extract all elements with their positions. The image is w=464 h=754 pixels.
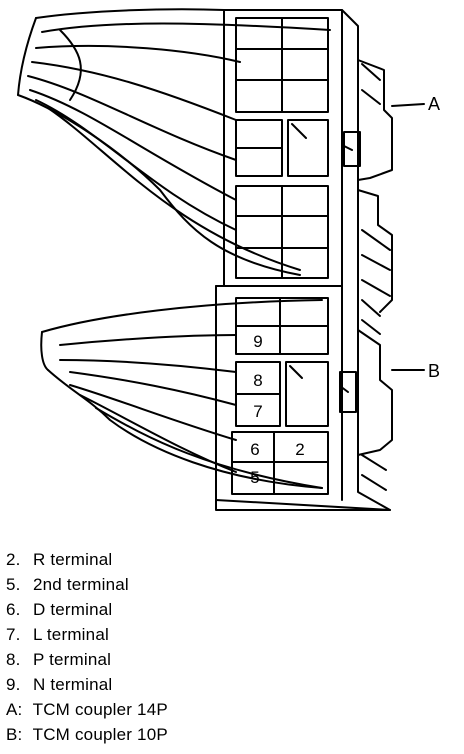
- legend-key: B:: [6, 725, 23, 744]
- legend-item-2nd-terminal: 5. 2nd terminal: [6, 572, 168, 597]
- legend-key: 8.: [6, 650, 21, 669]
- legend-item-n-terminal: 9. N terminal: [6, 672, 168, 697]
- legend-label: D terminal: [32, 600, 113, 619]
- legend-label: R terminal: [32, 550, 113, 569]
- legend-key: 6.: [6, 600, 21, 619]
- legend-label: P terminal: [32, 650, 112, 669]
- legend-label: TCM coupler 14P: [32, 700, 168, 719]
- legend-label: N terminal: [32, 675, 113, 694]
- terminal-legend: 2. R terminal 5. 2nd terminal 6. D termi…: [6, 547, 168, 747]
- legend-item-p-terminal: 8. P terminal: [6, 647, 168, 672]
- legend-item-coupler-14p: A: TCM coupler 14P: [6, 697, 168, 722]
- legend-label: 2nd terminal: [32, 575, 129, 594]
- callout-a-label: A: [428, 94, 440, 114]
- connector-diagram: 9 8 7 6 2 5 A B: [17, 8, 440, 511]
- legend-key: 7.: [6, 625, 21, 644]
- wire-harness-upper: [17, 8, 331, 276]
- coupler-b-cavities: [231, 297, 329, 495]
- callout-a-leader: [391, 103, 425, 107]
- legend-label: TCM coupler 10P: [32, 725, 168, 744]
- terminal-number-5: 5: [250, 468, 259, 487]
- legend-item-coupler-10p: B: TCM coupler 10P: [6, 722, 168, 747]
- legend-key: 5.: [6, 575, 21, 594]
- coupler-a-cavities: [235, 17, 329, 279]
- terminal-number-2: 2: [295, 440, 304, 459]
- legend-key: 2.: [6, 550, 21, 569]
- terminal-number-7: 7: [253, 402, 262, 421]
- legend-key: A:: [6, 700, 23, 719]
- wire-harness-lower: [40, 299, 323, 489]
- terminal-number-6: 6: [250, 440, 259, 459]
- connector-housing: [215, 9, 393, 511]
- legend-label: L terminal: [32, 625, 109, 644]
- callout-b-label: B: [428, 361, 440, 381]
- terminal-number-8: 8: [253, 371, 262, 390]
- legend-item-l-terminal: 7. L terminal: [6, 622, 168, 647]
- legend-key: 9.: [6, 675, 21, 694]
- legend-item-d-terminal: 6. D terminal: [6, 597, 168, 622]
- terminal-number-9: 9: [253, 332, 262, 351]
- legend-item-r-terminal: 2. R terminal: [6, 547, 168, 572]
